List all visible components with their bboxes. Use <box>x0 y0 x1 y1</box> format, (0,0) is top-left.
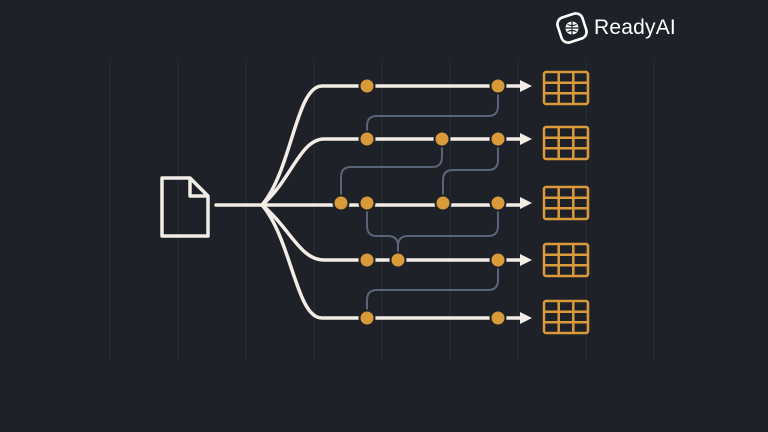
connector-line <box>366 86 499 139</box>
arrowhead <box>520 133 532 145</box>
process-node <box>489 251 507 269</box>
table-grid-icon <box>542 125 590 161</box>
connector-line <box>340 139 443 203</box>
table-grid-icon <box>542 242 590 278</box>
process-node <box>389 251 407 269</box>
branch-line-2 <box>260 137 522 207</box>
branch-line-4 <box>260 203 522 262</box>
connector-line <box>366 203 399 260</box>
brand-name: ReadyAI <box>594 16 676 39</box>
output-tables <box>542 70 590 335</box>
table-grid-icon <box>542 185 590 221</box>
branch-line-5 <box>260 203 522 320</box>
process-node <box>358 130 376 148</box>
process-node <box>358 77 376 95</box>
arrowheads <box>520 80 532 324</box>
document-icon <box>160 176 210 238</box>
process-node <box>358 251 376 269</box>
process-node <box>433 130 451 148</box>
connector-line <box>366 260 499 318</box>
arrowhead <box>520 254 532 266</box>
arrowhead <box>520 80 532 92</box>
readyai-globe-logo-icon <box>556 12 588 44</box>
table-grid-icon <box>542 299 590 335</box>
background-grid <box>109 60 655 360</box>
arrowhead <box>520 312 532 324</box>
main-lines <box>214 84 522 320</box>
process-node <box>358 309 376 327</box>
process-node <box>434 194 452 212</box>
brand-logo: ReadyAI <box>556 12 676 44</box>
connector-line <box>442 139 499 203</box>
process-nodes <box>332 77 507 327</box>
table-grid-icon <box>542 70 590 106</box>
process-node <box>489 77 507 95</box>
connector-lines <box>340 86 499 318</box>
connector-line <box>397 203 499 247</box>
arrowhead <box>520 197 532 209</box>
process-node <box>332 194 350 212</box>
process-node <box>489 309 507 327</box>
process-node <box>489 130 507 148</box>
process-node <box>358 194 376 212</box>
branch-line-1 <box>260 84 522 207</box>
process-node <box>489 194 507 212</box>
